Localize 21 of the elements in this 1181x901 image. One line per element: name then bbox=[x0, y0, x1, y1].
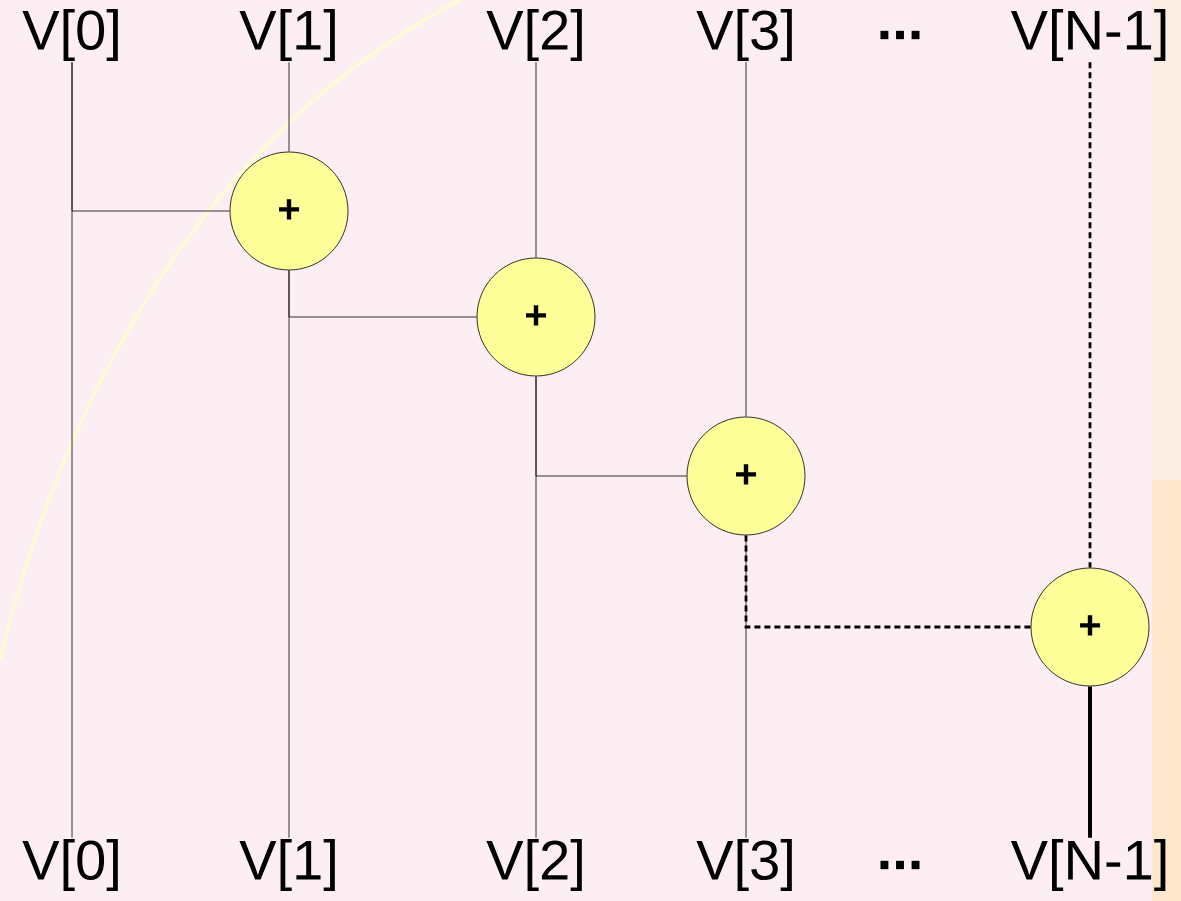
connector-line bbox=[744, 535, 1031, 629]
variable-label: V[3] bbox=[696, 838, 792, 892]
connector-line bbox=[1088, 686, 1092, 838]
variable-label: V[N-1] bbox=[1010, 8, 1166, 62]
variable-label: V[3] bbox=[696, 8, 792, 62]
connector-line bbox=[71, 61, 230, 212]
connector-line bbox=[288, 61, 290, 152]
variable-label: V[2] bbox=[486, 838, 582, 892]
connector-line bbox=[535, 376, 687, 477]
connector-line bbox=[745, 61, 747, 417]
connector-line bbox=[288, 270, 477, 318]
variable-label: V[N-1] bbox=[1010, 838, 1166, 892]
variable-label: V[1] bbox=[239, 838, 335, 892]
connector-line bbox=[535, 61, 537, 258]
variable-label: V[2] bbox=[486, 8, 582, 62]
variable-label: V[0] bbox=[22, 838, 118, 892]
ellipsis: ... bbox=[880, 860, 920, 870]
variable-label: V[1] bbox=[239, 8, 335, 62]
connector-line bbox=[1088, 62, 1092, 568]
ellipsis: ... bbox=[880, 30, 920, 40]
variable-label: V[0] bbox=[22, 8, 118, 62]
